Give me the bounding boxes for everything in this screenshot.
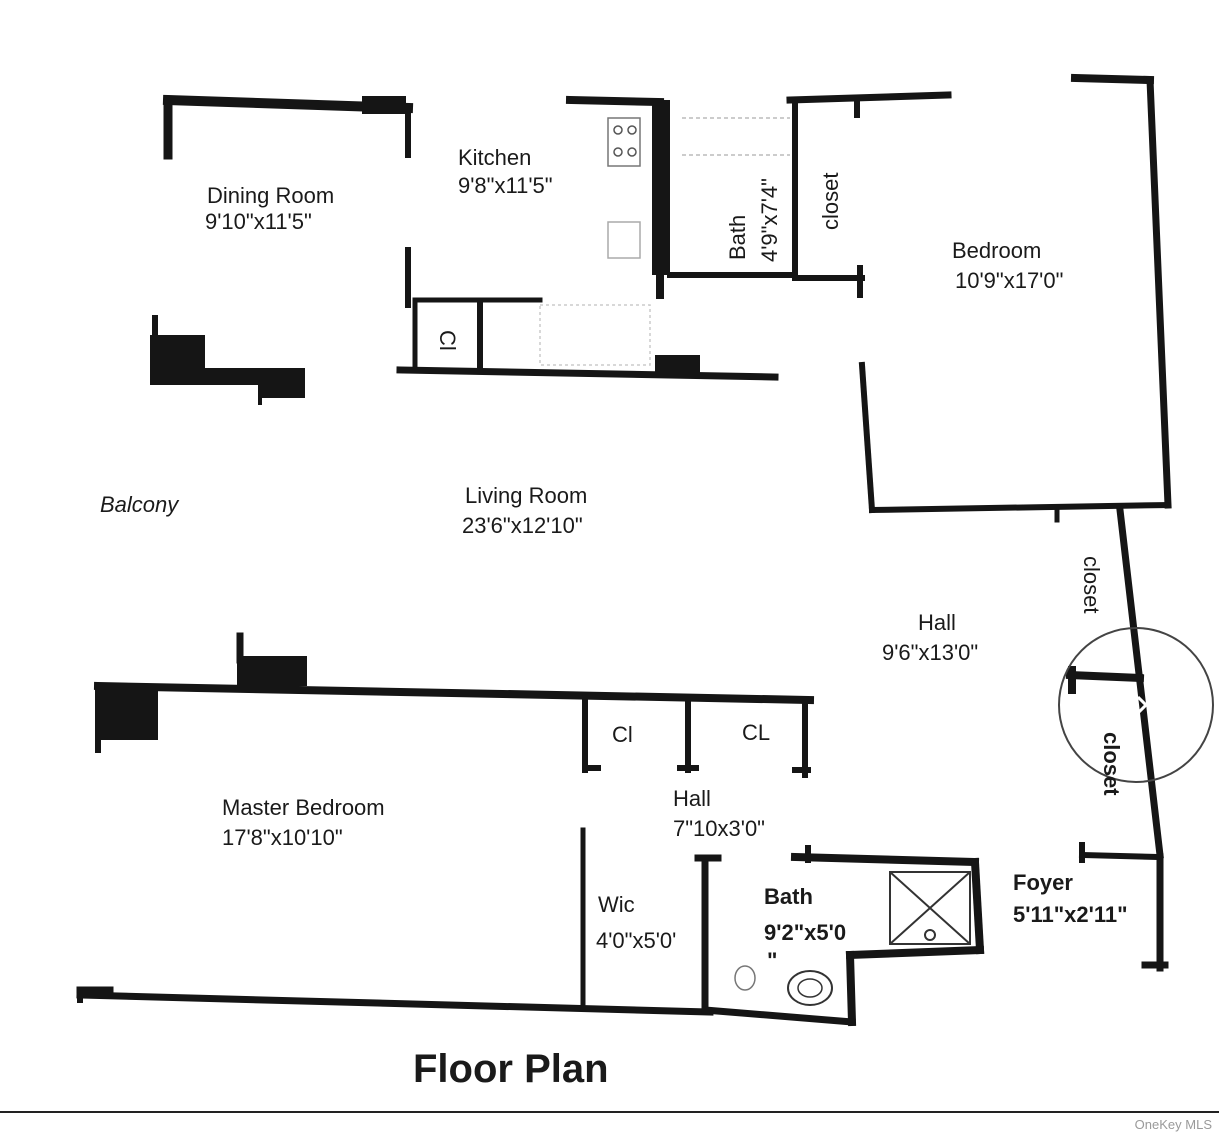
wall-bedroom-right <box>1146 76 1172 509</box>
bedroom-dim: 10'9"x17'0" <box>955 268 1063 293</box>
wall-closet2-bottom <box>1078 851 1164 861</box>
watermark: OneKey MLS <box>1135 1117 1213 1132</box>
bath1-dim: 4'9"x7'4" <box>757 178 782 262</box>
foyer-dim: 5'11"x2'11" <box>1013 902 1128 927</box>
balcony-label: Balcony <box>100 492 180 517</box>
column-kitchen-lower <box>655 355 700 375</box>
wall-bath2-right <box>970 857 985 955</box>
fixtures <box>539 117 971 1006</box>
hall-closet2-label: closet <box>1099 732 1124 796</box>
hall-dim: 9'6"x13'0" <box>882 640 978 665</box>
small-hall-name: Hall <box>673 786 711 811</box>
dining-room-dim: 9'10"x11'5" <box>205 209 312 234</box>
wall-bedroom-left <box>858 361 876 514</box>
wall-bath2-step <box>845 950 857 1027</box>
nav-circle[interactable] <box>1058 627 1214 783</box>
toilet-bowl-icon <box>797 978 823 998</box>
wall-kitchen-lower <box>396 366 779 381</box>
wic-name: Wic <box>598 892 635 917</box>
wic-dim: 4'0"x5'0' <box>596 928 676 953</box>
hall-name: Hall <box>918 610 956 635</box>
shower-icon <box>889 871 971 945</box>
column-dining-top <box>362 96 406 114</box>
foyer-name: Foyer <box>1013 870 1073 895</box>
stove-icon <box>607 117 641 167</box>
wall-closet-divider <box>1065 670 1145 683</box>
next-arrow-control[interactable] <box>1058 627 1214 783</box>
wall-hall-right <box>1116 506 1164 859</box>
room-labels: Dining Room 9'10"x11'5" Kitchen 9'8"x11'… <box>100 145 1128 1091</box>
bath2-dim-extra: " <box>767 948 777 973</box>
column-dining-bottom <box>150 335 305 405</box>
wall-bath1-top <box>786 91 952 104</box>
shower-drain-icon <box>924 929 936 941</box>
wall-bath2-step-top <box>845 945 985 960</box>
bedroom-name: Bedroom <box>952 238 1041 263</box>
kitchen-name: Kitchen <box>458 145 531 170</box>
wall-bath2-bottom <box>701 1006 856 1026</box>
wall-kitchen-right <box>652 100 670 275</box>
floor-plan-title: Floor Plan <box>413 1047 609 1091</box>
master-bedroom-name: Master Bedroom <box>222 795 385 820</box>
closet-b-label: CL <box>742 720 770 745</box>
column-master-left <box>96 684 158 740</box>
bath2-dim: 9'2"x5'0 <box>764 920 846 945</box>
kitchen-closet-label: Cl <box>435 330 460 351</box>
wall-bedroom-bottom <box>868 501 1172 514</box>
burner-icon <box>613 147 623 157</box>
small-hall-dim: 7"10x3'0" <box>673 816 765 841</box>
living-room-name: Living Room <box>465 483 587 508</box>
wall-master-top <box>93 681 815 705</box>
wall-kitchen-top <box>565 95 665 107</box>
walls <box>76 73 1172 1027</box>
column-master-top <box>237 656 307 686</box>
closet-top-label: closet <box>818 173 843 230</box>
wall-master-bottom <box>76 991 714 1016</box>
burner-icon <box>627 125 637 135</box>
hall-closet1-label: closet <box>1079 556 1104 613</box>
wall-bedroom-top <box>1070 73 1155 85</box>
bathtub-icon <box>682 117 790 156</box>
master-bedroom-dim: 17'8"x10'10" <box>222 825 343 850</box>
bath1-name: Bath <box>725 215 750 260</box>
sink2-icon <box>734 965 756 991</box>
dining-room-name: Dining Room <box>207 183 334 208</box>
burner-icon <box>613 125 623 135</box>
living-room-dim: 23'6"x12'10" <box>462 513 583 538</box>
chevron-right-icon[interactable] <box>1136 695 1149 715</box>
bath2-name: Bath <box>764 884 813 909</box>
sink-icon <box>607 221 641 259</box>
wall-bath2-top <box>790 852 980 867</box>
closet-a-label: Cl <box>612 722 633 747</box>
kitchen-dim: 9'8"x11'5" <box>458 173 553 198</box>
burner-icon <box>627 147 637 157</box>
counter-icon <box>539 304 651 366</box>
toilet-icon <box>787 970 833 1006</box>
shower-drain-icon <box>889 871 971 945</box>
